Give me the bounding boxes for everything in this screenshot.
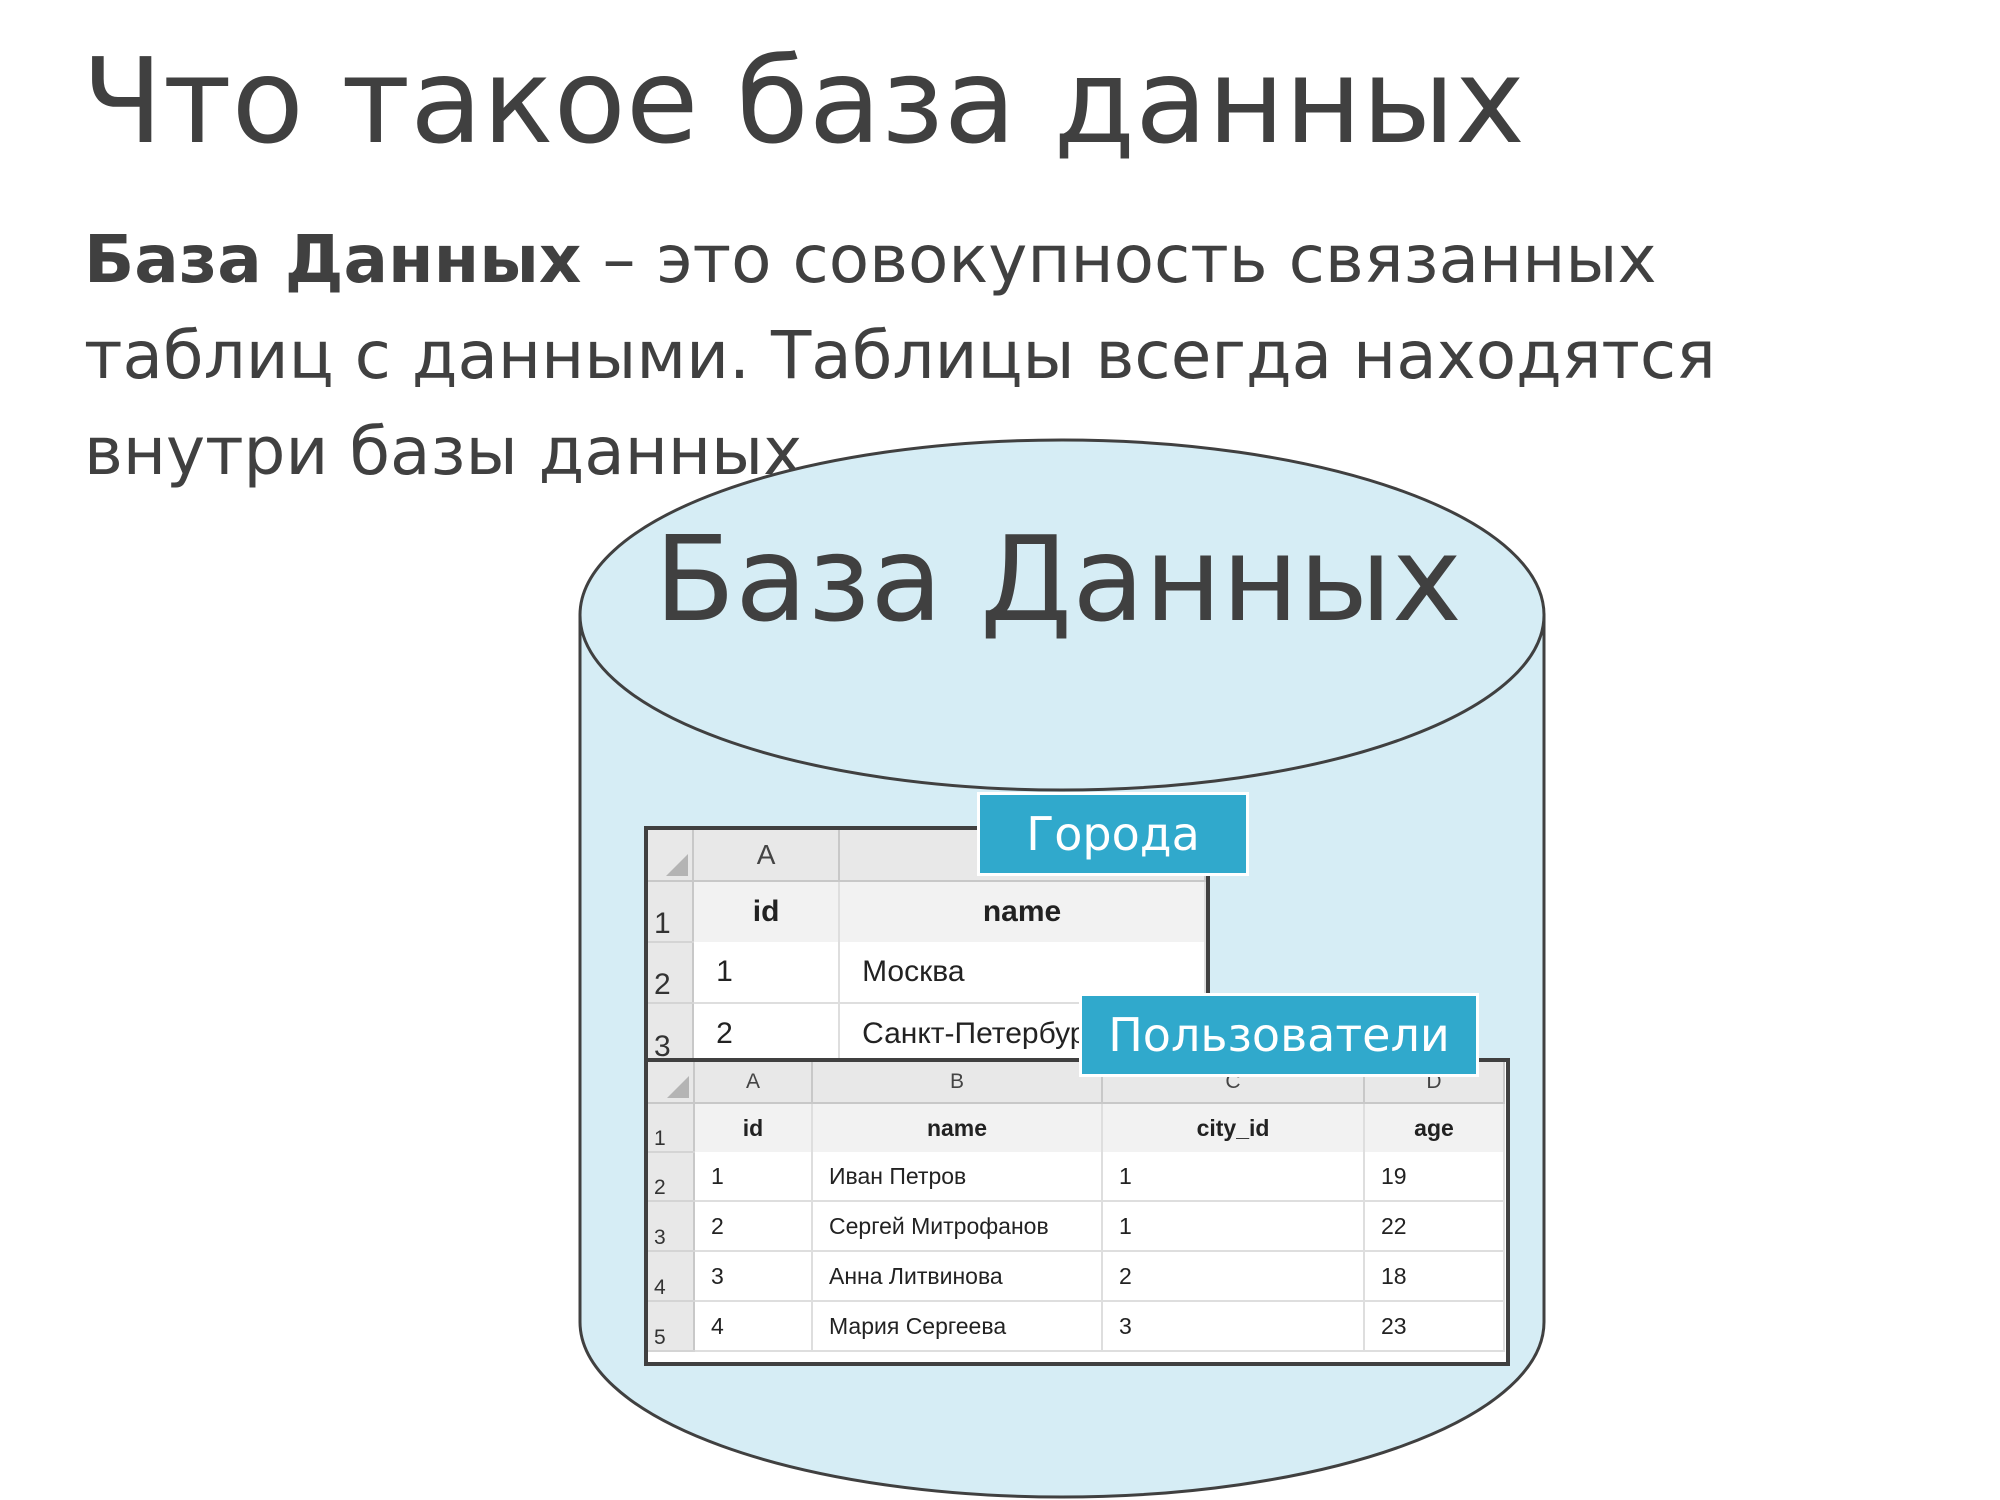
row-number: 3 — [648, 1003, 695, 1066]
cities-table-tag: Города — [977, 792, 1249, 876]
table-cell: 19 — [1364, 1152, 1505, 1202]
table-header-cell: city_id — [1102, 1103, 1365, 1152]
table-cell: 4 — [694, 1301, 813, 1352]
table-cell: 2 — [694, 1201, 813, 1252]
users-table-tag: Пользователи — [1079, 993, 1479, 1077]
table-cell: 23 — [1364, 1301, 1505, 1352]
table-cell: 1 — [1102, 1152, 1365, 1202]
table-cell: Москва — [839, 942, 1206, 1004]
table-header-cell: name — [812, 1103, 1103, 1152]
table-row: 3 2 Сергей Митрофанов 1 22 — [648, 1201, 1505, 1252]
table-header-cell: id — [693, 881, 841, 942]
row-number: 3 — [648, 1201, 695, 1252]
table-cell: 22 — [1364, 1201, 1505, 1252]
select-all-corner — [648, 1062, 695, 1104]
column-header: A — [693, 830, 841, 882]
definition-term: База Данных — [84, 221, 582, 298]
table-cell: Анна Литвинова — [812, 1251, 1103, 1302]
table-cell: 1 — [693, 942, 841, 1004]
users-table: A B C D 1 id name city_id age 2 1 Иван П… — [644, 1058, 1510, 1366]
table-cell: 2 — [693, 1003, 841, 1066]
definition-paragraph: База Данных – это совокупность связанных… — [84, 212, 1924, 500]
table-row: 2 1 Иван Петров 1 19 — [648, 1152, 1505, 1202]
row-number: 2 — [648, 1152, 695, 1202]
table-row: 4 3 Анна Литвинова 2 18 — [648, 1251, 1505, 1302]
row-number: 5 — [648, 1301, 695, 1352]
select-all-corner — [648, 830, 695, 882]
table-cell: 2 — [1102, 1251, 1365, 1302]
table-cell: Иван Петров — [812, 1152, 1103, 1202]
table-cell: Мария Сергеева — [812, 1301, 1103, 1352]
table-cell: 1 — [694, 1152, 813, 1202]
table-cell: Сергей Митрофанов — [812, 1201, 1103, 1252]
definition-text: – это совокупность связанных таблиц с да… — [84, 221, 1716, 490]
table-cell: 18 — [1364, 1251, 1505, 1302]
table-row: 5 4 Мария Сергеева 3 23 — [648, 1301, 1505, 1352]
table-header-cell: age — [1364, 1103, 1505, 1152]
table-cell: 1 — [1102, 1201, 1365, 1252]
row-number: 1 — [648, 1103, 695, 1153]
row-number: 1 — [648, 881, 695, 943]
cylinder-top — [578, 438, 1546, 792]
table-cell: 3 — [694, 1251, 813, 1302]
table-row: 2 1 Москва — [648, 942, 1206, 1004]
database-label: База Данных — [654, 510, 1462, 648]
column-header: A — [694, 1062, 813, 1104]
column-header: B — [812, 1062, 1103, 1104]
table-header-cell: id — [694, 1103, 813, 1152]
slide-title: Что такое база данных — [82, 32, 1525, 170]
table-cell: 3 — [1102, 1301, 1365, 1352]
row-number: 4 — [648, 1251, 695, 1302]
row-number: 2 — [648, 942, 695, 1004]
table-header-cell: name — [839, 881, 1206, 942]
